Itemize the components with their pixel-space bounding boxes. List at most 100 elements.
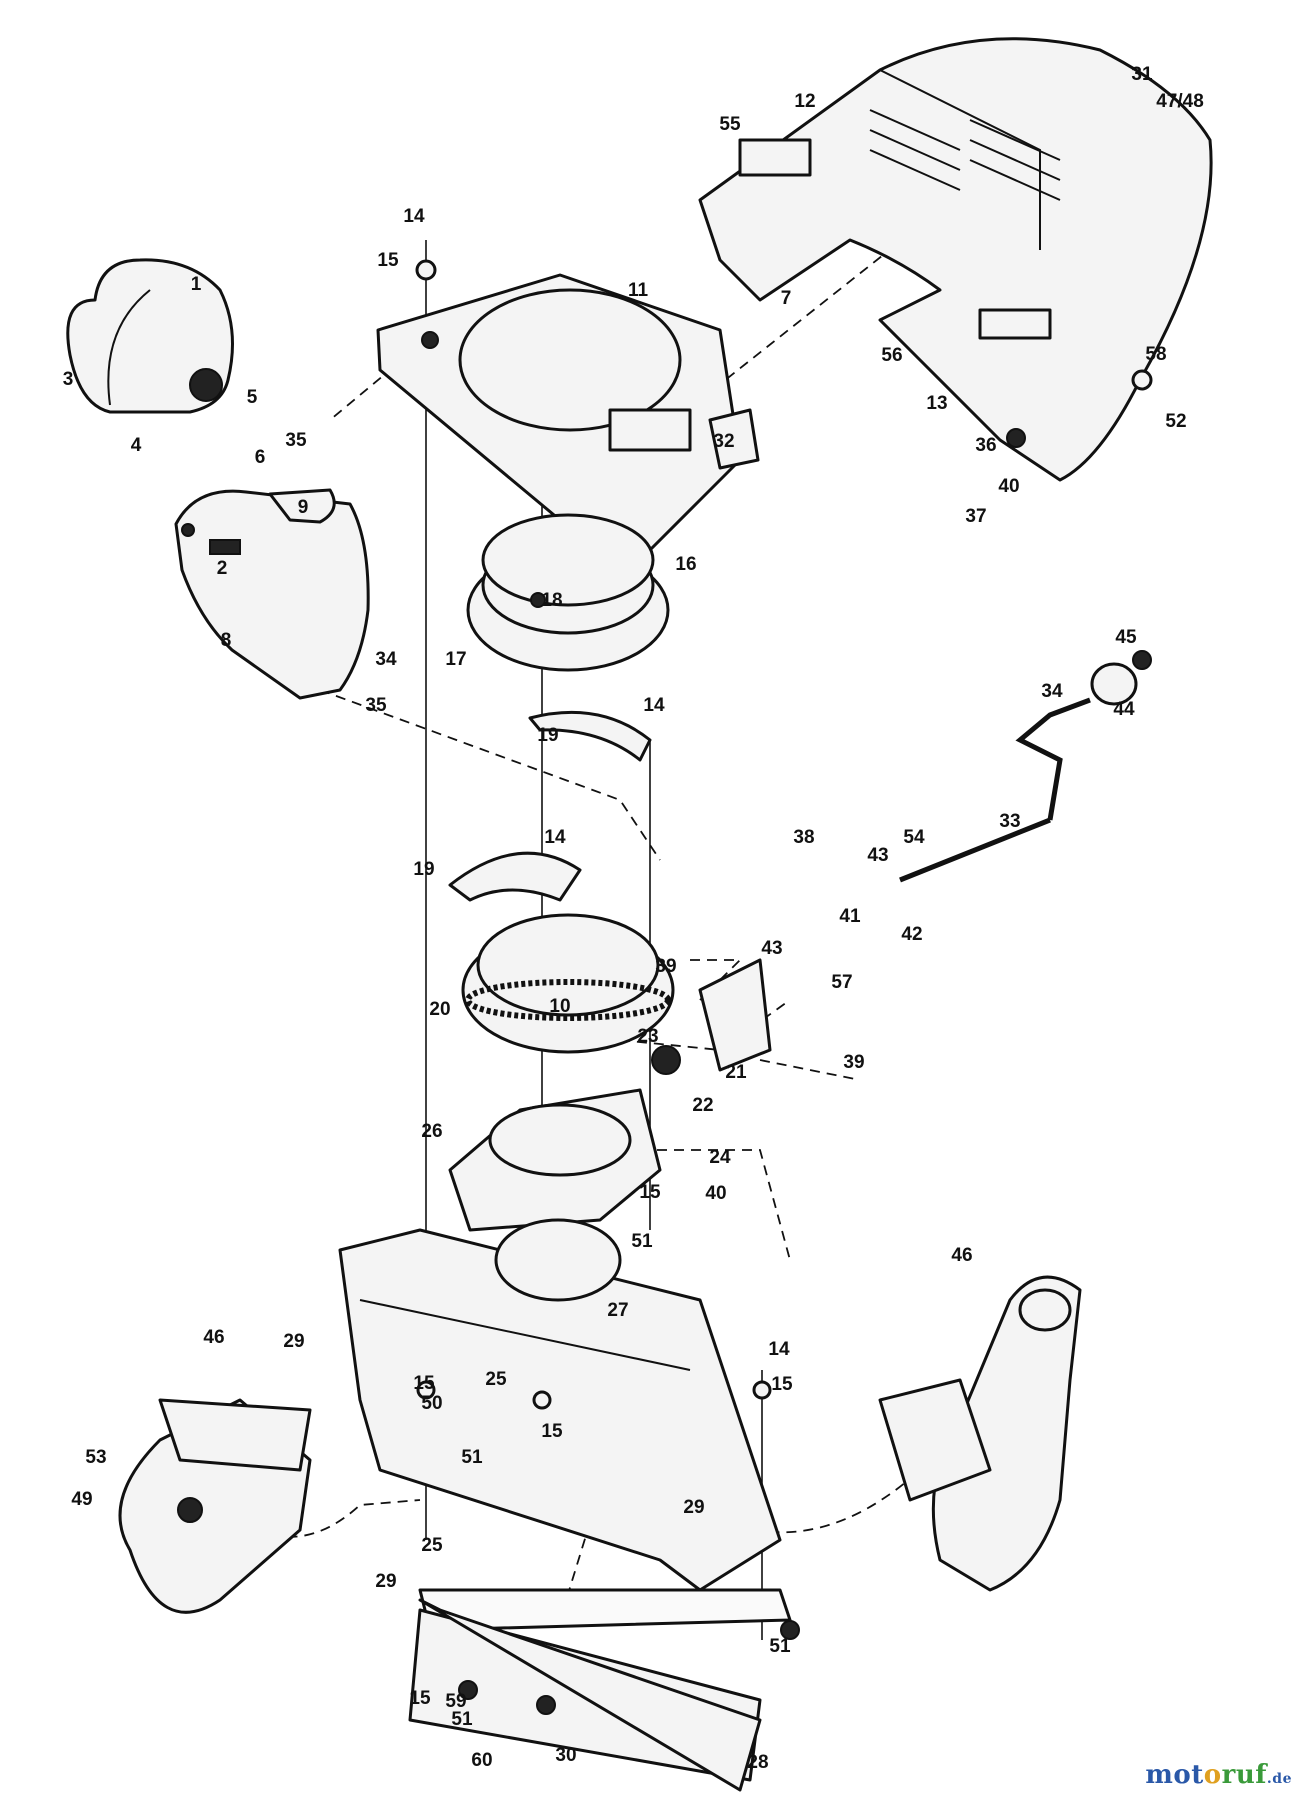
callout-label: 51 [461, 1447, 483, 1468]
callout-label: 34 [375, 649, 397, 670]
callout-label: 25 [421, 1535, 443, 1556]
callout-label: 59 [445, 1691, 466, 1712]
watermark-part-2: o [1203, 1760, 1222, 1790]
callout-label: 10 [549, 996, 570, 1017]
callout-label: 35 [365, 695, 387, 716]
callout-label: 19 [537, 725, 558, 746]
callout-label: 24 [709, 1147, 731, 1168]
auger-housing [338, 1218, 782, 1592]
callout-label: 42 [901, 924, 922, 945]
watermark-suffix: .de [1266, 1771, 1292, 1787]
callout-label: 41 [839, 906, 861, 927]
callout-label: 15 [541, 1421, 563, 1442]
callout-label: 4 [131, 435, 142, 456]
callout-label: 27 [607, 1300, 628, 1321]
callout-label: 15 [409, 1688, 431, 1709]
callout-label: 15 [639, 1182, 661, 1203]
callout-label: 12 [794, 91, 815, 112]
callout-label: 28 [747, 1752, 768, 1773]
callout-label: 17 [445, 649, 466, 670]
gear-bracket [651, 958, 772, 1075]
scraper-blade [408, 1588, 792, 1792]
ring-gear [461, 913, 675, 1054]
callout-label: 52 [1165, 411, 1186, 432]
watermark-part-1: mot [1145, 1760, 1204, 1790]
callout-label: 31 [1131, 64, 1153, 85]
engine-hood [698, 37, 1213, 482]
left-side-plate [118, 1398, 312, 1614]
callout-label: 3 [63, 369, 74, 390]
chute-top-plate [376, 273, 742, 562]
callout-label: 40 [705, 1183, 726, 1204]
callout-label: 14 [643, 695, 665, 716]
callout-label: 22 [692, 1095, 713, 1116]
callout-label: 14 [544, 827, 566, 848]
callout-label: 50 [421, 1393, 442, 1414]
callout-label: 34 [1041, 681, 1063, 702]
callout-label: 43 [761, 938, 782, 959]
callout-label: 18 [541, 590, 562, 611]
callout-label: 54 [903, 827, 925, 848]
callout-label: 60 [471, 1750, 492, 1771]
plate-32 [708, 408, 760, 470]
callout-label: 44 [1113, 699, 1135, 720]
callout-label: 29 [683, 1497, 704, 1518]
callout-label: 32 [713, 431, 734, 452]
callout-label: 26 [421, 1121, 442, 1142]
callout-label: 15 [377, 250, 399, 271]
callout-label: 46 [951, 1245, 972, 1266]
crank-rod [899, 650, 1152, 883]
callout-numbers: 1234567891011121314141414151515151515161… [63, 64, 1204, 1773]
callout-label: 51 [769, 1636, 791, 1657]
callout-label: 19 [413, 859, 434, 880]
callout-label: 51 [451, 1709, 473, 1730]
callout-label: 25 [485, 1369, 507, 1390]
callout-label: 53 [85, 1447, 106, 1468]
fasteners [415, 259, 1153, 1715]
callout-label: 47/48 [1156, 91, 1204, 112]
right-side-plate [878, 1275, 1082, 1592]
callout-label: 30 [555, 1745, 576, 1766]
watermark-part-3: ruf [1221, 1760, 1267, 1790]
watermark-logo: motoruf.de [1145, 1760, 1292, 1790]
bracket-19-lower [448, 851, 582, 902]
callout-label: 51 [631, 1231, 653, 1252]
callout-label: 57 [831, 972, 852, 993]
callout-label: 33 [999, 811, 1020, 832]
callout-label: 40 [998, 476, 1019, 497]
chute-ring-flange [466, 513, 670, 672]
callout-label: 7 [781, 288, 792, 309]
callout-label: 37 [965, 506, 986, 527]
callout-label: 14 [768, 1339, 790, 1360]
callout-label: 8 [221, 630, 232, 651]
callout-label: 9 [298, 497, 309, 518]
callout-label: 5 [247, 387, 258, 408]
callout-label: 58 [1145, 344, 1166, 365]
callout-label: 38 [793, 827, 814, 848]
bracket-19-upper [528, 710, 652, 762]
callout-label: 39 [843, 1052, 864, 1073]
chute-side-cover [174, 488, 370, 700]
callout-label: 39 [655, 956, 676, 977]
callout-label: 55 [719, 114, 741, 135]
callout-label: 6 [255, 447, 266, 468]
callout-label: 20 [429, 999, 450, 1020]
callout-label: 29 [283, 1331, 304, 1352]
callout-label: 13 [926, 393, 947, 414]
deflector-handle [66, 258, 234, 414]
callout-label: 35 [285, 430, 307, 451]
callout-label: 43 [867, 845, 888, 866]
callout-label: 49 [71, 1489, 92, 1510]
callout-label: 16 [675, 554, 696, 575]
callout-label: 29 [375, 1571, 396, 1592]
chute-base [448, 1088, 662, 1232]
callout-label: 11 [628, 280, 649, 301]
callout-label: 23 [637, 1026, 658, 1047]
callout-label: 1 [191, 274, 202, 295]
callout-label: 46 [203, 1327, 224, 1348]
callout-label: 36 [975, 435, 996, 456]
callout-label: 21 [725, 1062, 747, 1083]
callout-label: 45 [1115, 627, 1137, 648]
callout-label: 14 [403, 206, 425, 227]
